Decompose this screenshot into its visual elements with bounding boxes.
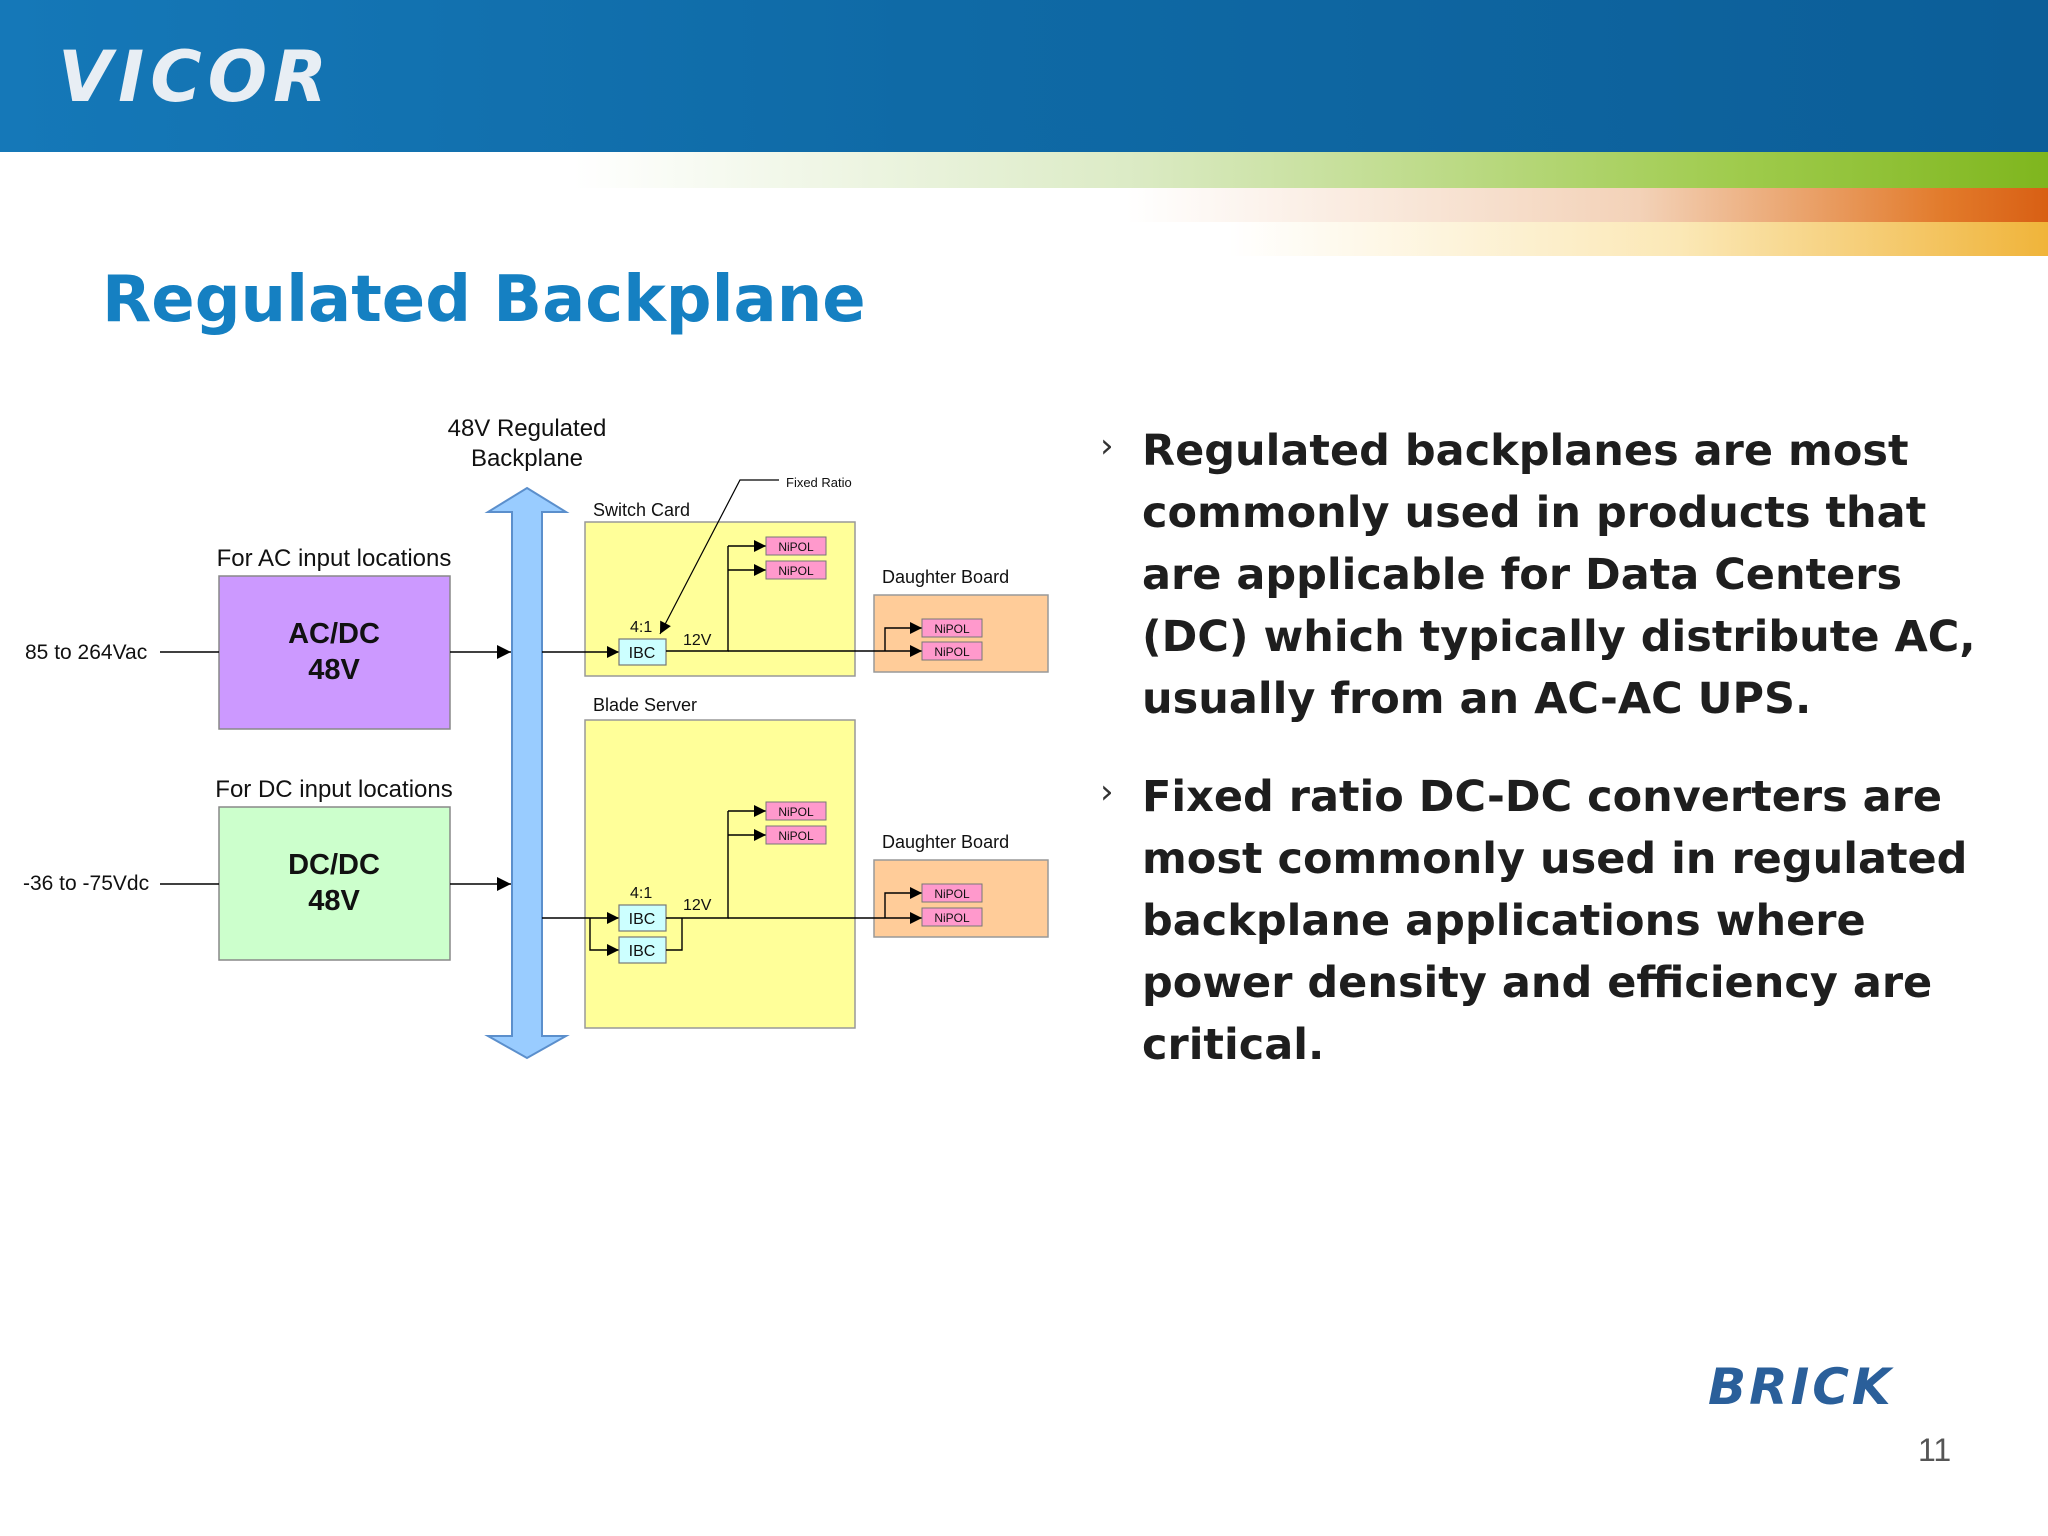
- decorative-stripe-orange: [0, 188, 2048, 222]
- blade-ibc2-output: [666, 918, 683, 951]
- ac-input-label: 85 to 264Vac: [25, 641, 147, 664]
- brick-logo: BRICK: [1708, 1358, 1894, 1416]
- page-title: Regulated Backplane: [102, 263, 866, 337]
- daughter-top-nipol-2-label: NiPOL: [934, 645, 970, 659]
- blade-server-nipol-2: [765, 825, 827, 845]
- daughter-board-top-label: Daughter Board: [882, 567, 1009, 587]
- bullet-text: Fixed ratio DC-DC converters are most co…: [1142, 772, 1968, 1070]
- switch-card-nipol-1-label: NiPOL: [778, 540, 814, 554]
- backplane-arrow: [484, 486, 570, 1060]
- daughter-bottom-nipol1-arrow: [884, 887, 922, 918]
- switch-card-nipol-1: [765, 536, 827, 556]
- blade-server-ibc-1: [618, 904, 667, 932]
- header-band: [0, 0, 2048, 152]
- bullet-chevron-icon: ›: [1100, 772, 1114, 812]
- decorative-stripe-green: [0, 152, 2048, 188]
- vicor-logo: VICOR: [58, 36, 333, 118]
- backplane-label-line1: 48V Regulated: [448, 415, 607, 442]
- daughter-bottom-nipol-2-label: NiPOL: [934, 911, 970, 925]
- acdc-label-line1: AC/DC: [288, 618, 380, 650]
- blade-server-box: [584, 719, 856, 1029]
- dcdc-label-line2: 48V: [308, 885, 360, 917]
- daughter-board-bottom-label: Daughter Board: [882, 832, 1009, 852]
- switch-card-ibc-label: IBC: [629, 645, 656, 662]
- daughter-top-nipol1-arrow: [884, 622, 922, 651]
- switch-card-12v: 12V: [683, 632, 712, 649]
- daughter-top-nipol-1: [921, 618, 983, 638]
- switch-card-ratio: 4:1: [630, 619, 652, 636]
- acdc-converter-box: [218, 575, 451, 730]
- blade-server-ratio: 4:1: [630, 885, 652, 902]
- ac-group-label: For AC input locations: [217, 545, 452, 572]
- switch-card-label: Switch Card: [593, 500, 690, 520]
- backplane-diagram: 48V Regulated Backplane For AC input loc…: [23, 415, 1049, 1060]
- blade-server-ibc-2-label: IBC: [629, 943, 656, 960]
- daughter-bottom-nipol-2: [921, 907, 983, 927]
- bullet-item: › Regulated backplanes are most commonly…: [1100, 420, 2000, 730]
- page-number: 11: [1918, 1432, 1952, 1468]
- dc-group-label: For DC input locations: [215, 776, 452, 803]
- blade-server-nipol-1-label: NiPOL: [778, 805, 814, 819]
- fixed-ratio-label: Fixed Ratio: [786, 475, 852, 490]
- bullet-list: › Regulated backplanes are most commonly…: [1100, 420, 2000, 1112]
- blade-server-label: Blade Server: [593, 695, 697, 715]
- fixed-ratio-callout: [659, 479, 779, 635]
- daughter-top-nipol-1-label: NiPOL: [934, 622, 970, 636]
- blade-server-ibc-2: [618, 936, 667, 964]
- blade-server-nipol-2-label: NiPOL: [778, 829, 814, 843]
- acdc-label-line2: 48V: [308, 654, 360, 686]
- decorative-stripe-yellow: [0, 222, 2048, 256]
- blade-server-ibc-1-label: IBC: [629, 911, 656, 928]
- blade-server-nipol-1: [765, 801, 827, 821]
- dc-input-label: -36 to -75Vdc: [23, 872, 149, 895]
- switch-card-ibc: [618, 638, 667, 666]
- dcdc-label-line1: DC/DC: [288, 849, 380, 881]
- blade-server-12v: 12V: [683, 897, 712, 914]
- dcdc-converter-box: [218, 806, 451, 961]
- daughter-bottom-nipol-1: [921, 883, 983, 903]
- blade-ibc2-input: [589, 918, 619, 956]
- backplane-label-line2: Backplane: [471, 445, 583, 472]
- bullet-chevron-icon: ›: [1100, 426, 1114, 466]
- bullet-item: › Fixed ratio DC-DC converters are most …: [1100, 766, 2000, 1076]
- bullet-text: Regulated backplanes are most commonly u…: [1142, 426, 1976, 724]
- switch-card-nipol-2: [765, 560, 827, 580]
- daughter-top-nipol-2: [921, 641, 983, 661]
- switch-card-nipol-2-label: NiPOL: [778, 564, 814, 578]
- daughter-bottom-nipol-1-label: NiPOL: [934, 887, 970, 901]
